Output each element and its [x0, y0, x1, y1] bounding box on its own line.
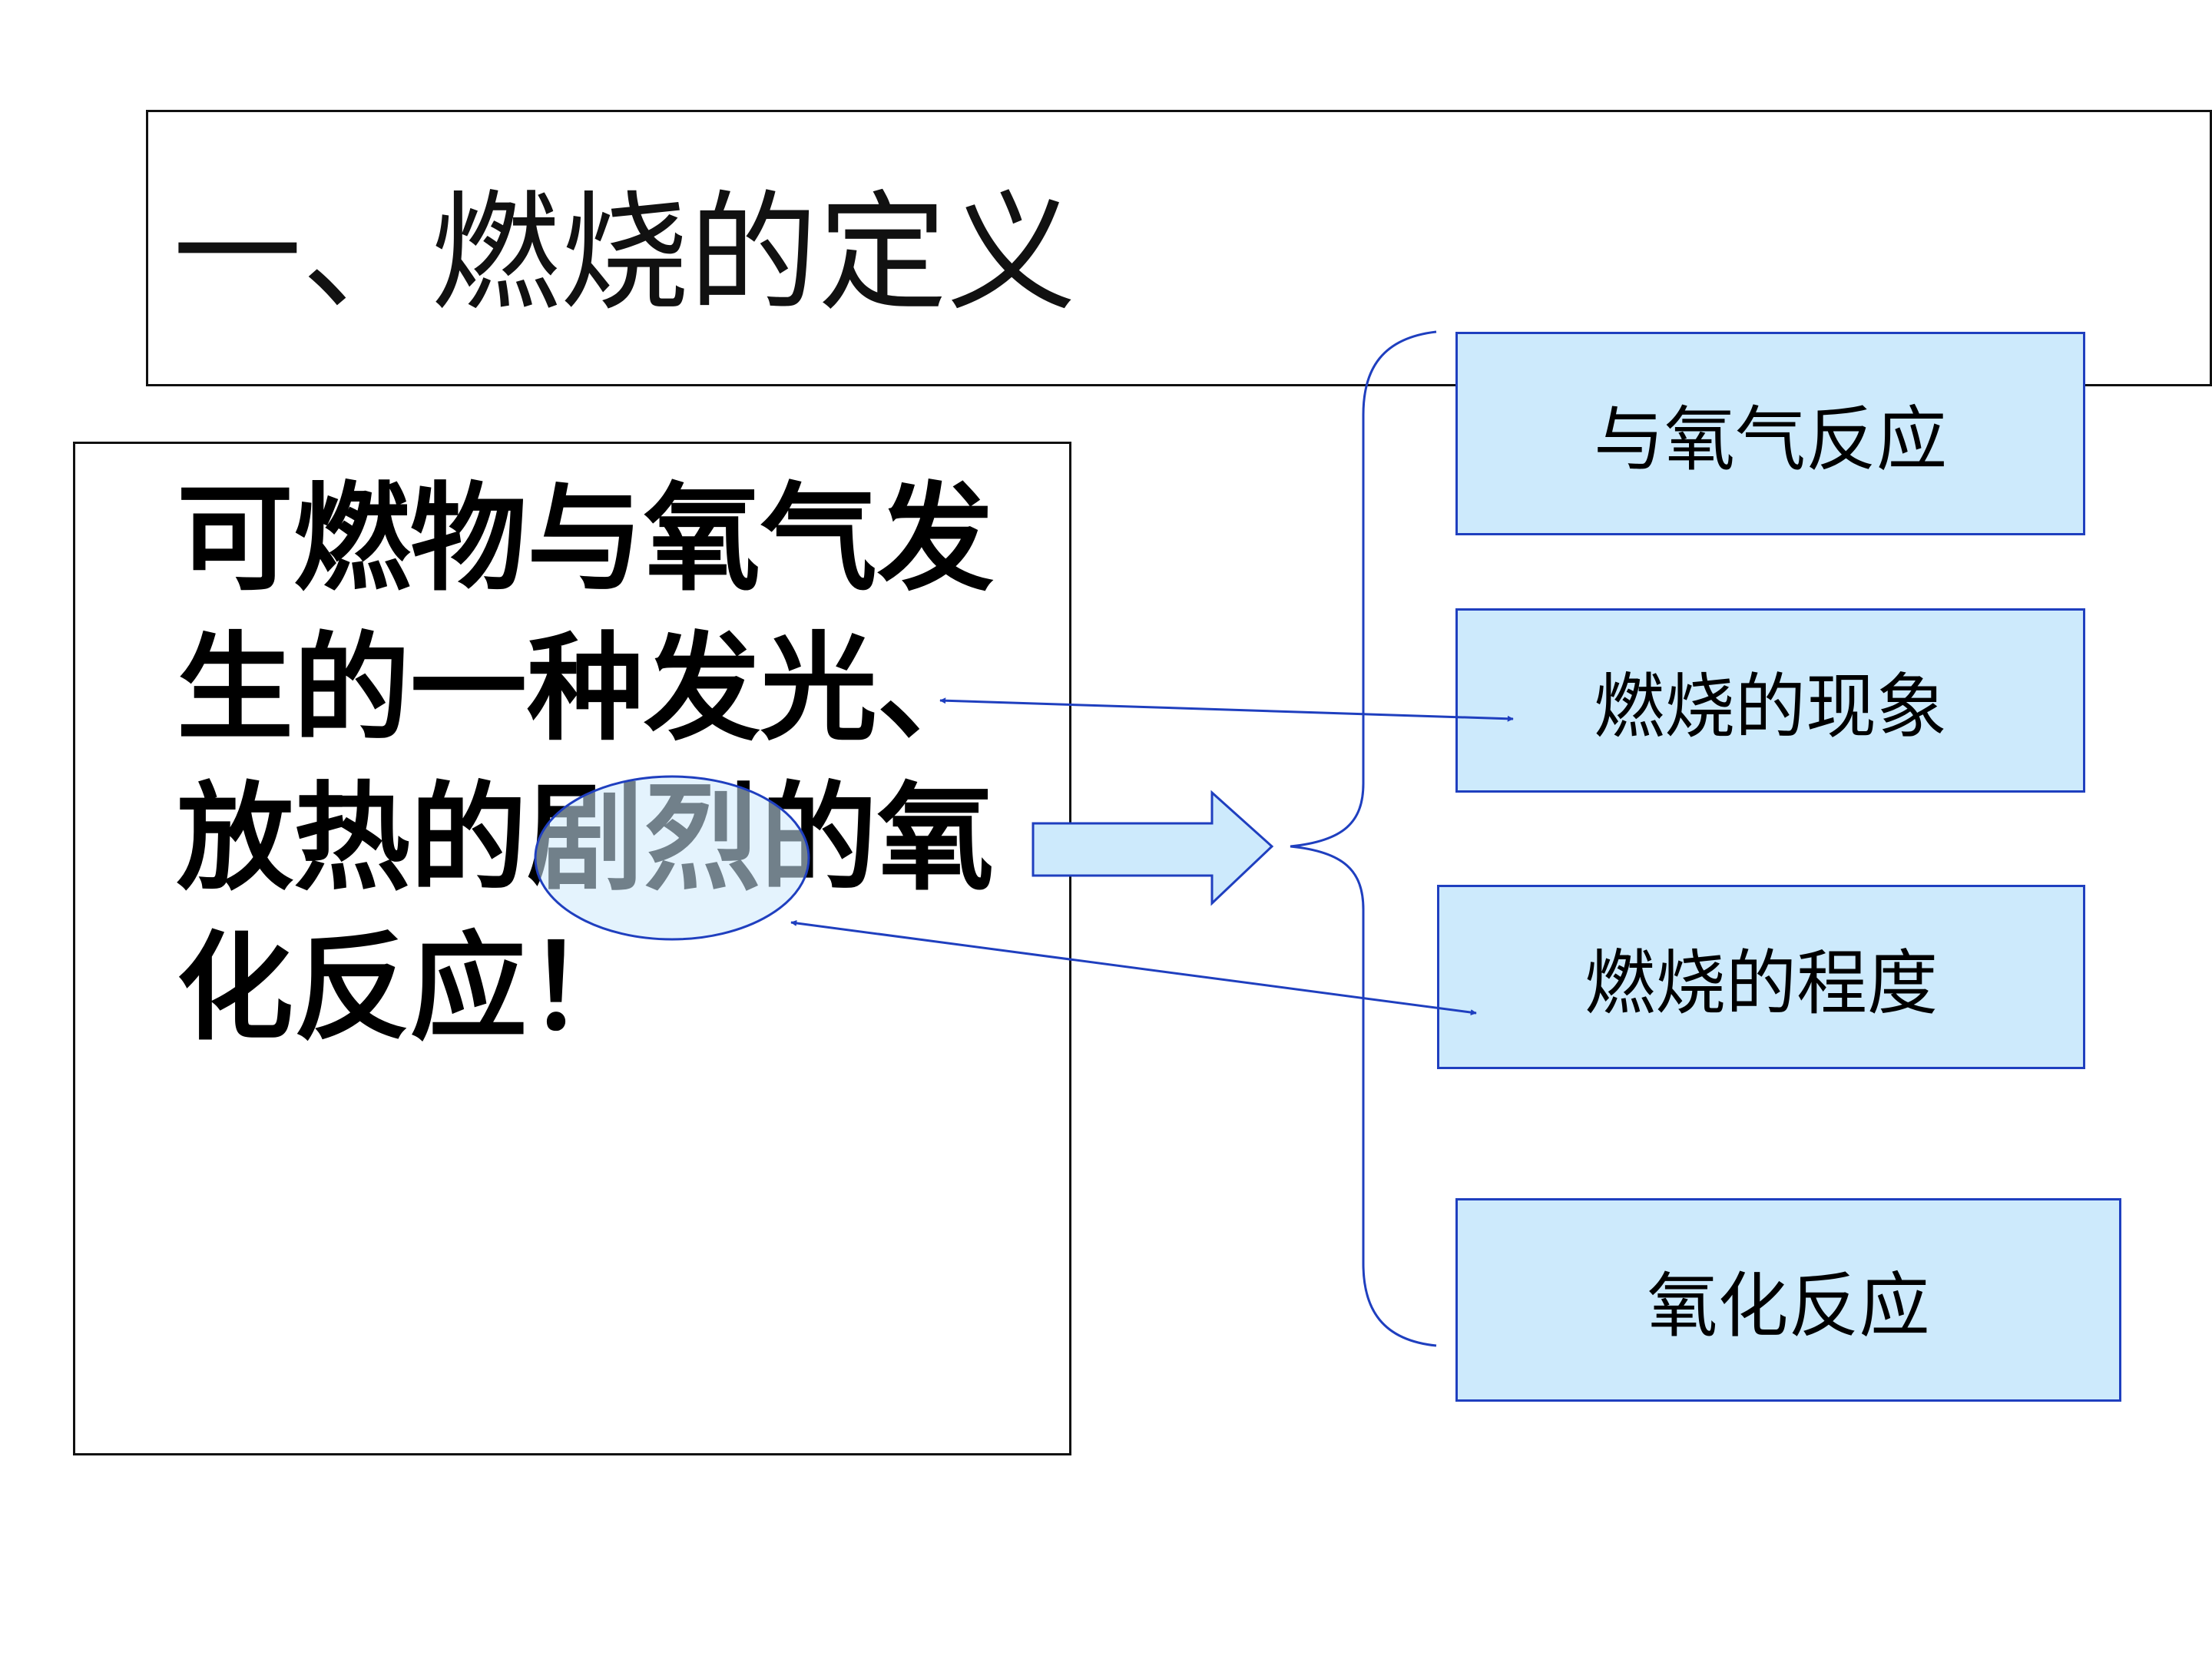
aspect-label: 燃烧的现象	[1593, 665, 1947, 748]
aspect-box-oxygen-reaction: 与氧气反应	[1455, 332, 2085, 535]
aspect-box-degree: 燃烧的程度	[1437, 885, 2085, 1069]
definition-line-2: 生的一种发光、	[177, 621, 994, 757]
curly-brace-icon	[1290, 330, 1437, 1347]
definition-line-4: 化反应！	[177, 920, 644, 1056]
definition-line-3: 放热的剧烈的氧	[177, 770, 994, 906]
aspect-label: 燃烧的程度	[1584, 942, 1938, 1025]
aspect-box-phenomenon: 燃烧的现象	[1455, 608, 2085, 793]
aspect-label: 与氧气反应	[1593, 399, 1947, 481]
title-frame	[146, 110, 2212, 386]
aspect-box-oxidation: 氧化反应	[1455, 1198, 2121, 1402]
page-title: 一、燃烧的定义	[173, 178, 1076, 329]
aspect-label: 氧化反应	[1647, 1265, 1930, 1347]
definition-line-1: 可燃物与氧气发	[177, 471, 994, 607]
